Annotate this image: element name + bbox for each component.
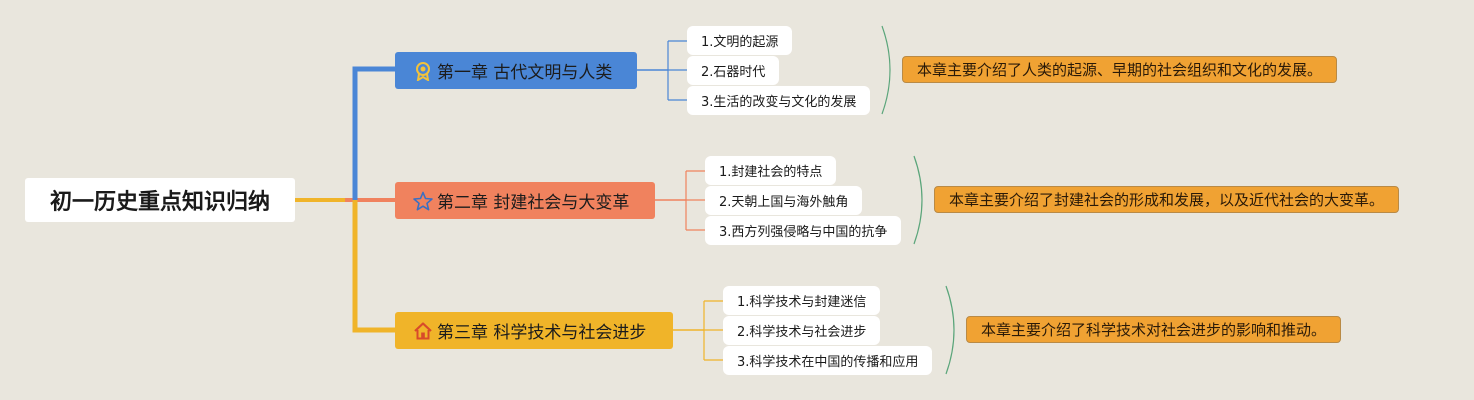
chapter-2-item-1[interactable]: 1.封建社会的特点 xyxy=(705,156,837,185)
chapter-1-item-2[interactable]: 2.石器时代 xyxy=(687,56,780,85)
chapter-3-item-1[interactable]: 1.科学技术与封建迷信 xyxy=(723,286,881,315)
chapter-2-item-2[interactable]: 2.天朝上国与海外触角 xyxy=(705,186,863,215)
chapter-1-item-3[interactable]: 3.生活的改变与文化的发展 xyxy=(687,86,871,115)
chapter-2-topic[interactable]: 第二章 封建社会与大变革 xyxy=(395,182,655,219)
chapter-1-item-1[interactable]: 1.文明的起源 xyxy=(687,26,793,55)
star-icon xyxy=(413,191,433,211)
home-icon xyxy=(413,321,433,341)
chapter-3-title: 第三章 科学技术与社会进步 xyxy=(437,323,647,343)
chapter-1-title: 第一章 古代文明与人类 xyxy=(437,63,613,83)
chapter-1-summary[interactable]: 本章主要介绍了人类的起源、早期的社会组织和文化的发展。 xyxy=(902,56,1338,83)
medal-icon xyxy=(413,61,433,81)
chapter-2-item-3[interactable]: 3.西方列强侵略与中国的抗争 xyxy=(705,216,902,245)
chapter-3-item-2[interactable]: 2.科学技术与社会进步 xyxy=(723,316,881,345)
chapter-2-title: 第二章 封建社会与大变革 xyxy=(437,193,630,213)
root-topic[interactable]: 初一历史重点知识归纳 xyxy=(25,178,295,222)
chapter-3-topic[interactable]: 第三章 科学技术与社会进步 xyxy=(395,312,673,349)
chapter-2-summary[interactable]: 本章主要介绍了封建社会的形成和发展，以及近代社会的大变革。 xyxy=(934,186,1400,213)
chapter-3-summary[interactable]: 本章主要介绍了科学技术对社会进步的影响和推动。 xyxy=(966,316,1342,343)
chapter-1-topic[interactable]: 第一章 古代文明与人类 xyxy=(395,52,637,89)
chapter-3-item-3[interactable]: 3.科学技术在中国的传播和应用 xyxy=(723,346,933,375)
